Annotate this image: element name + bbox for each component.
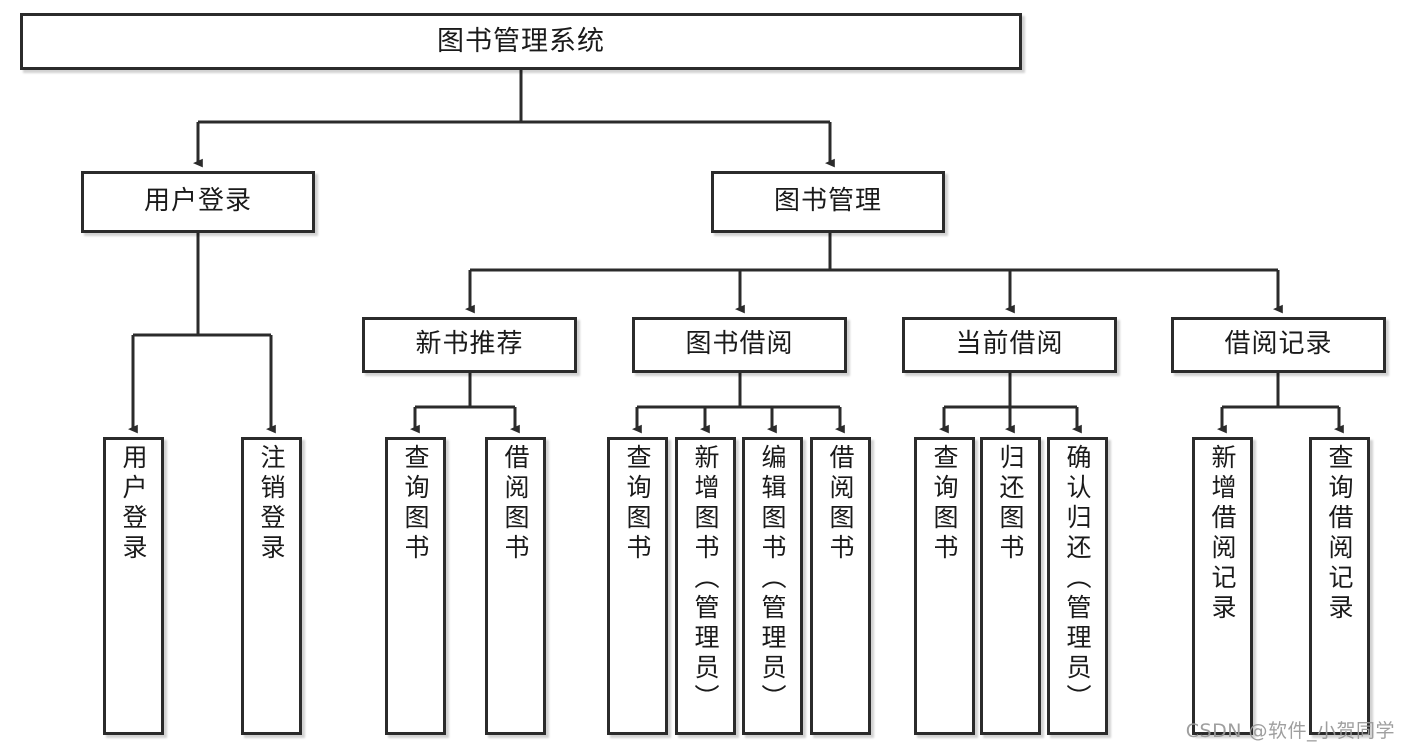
node-root-book-management-system[interactable]: 图书管理系统	[20, 13, 1022, 70]
node-label: 注销登录	[257, 444, 286, 564]
node-label: 用户登录	[143, 186, 252, 217]
node-new-book-recommend[interactable]: 新书推荐	[362, 317, 577, 373]
node-label: 用户登录	[119, 444, 148, 564]
node-leaf-edit-book-admin[interactable]: 编辑图书（管理员）	[742, 437, 803, 735]
node-label: 当前借阅	[955, 329, 1064, 360]
node-user-login[interactable]: 用户登录	[81, 171, 315, 233]
node-leaf-confirm-return-admin[interactable]: 确认归还（管理员）	[1047, 437, 1108, 735]
node-leaf-return-book[interactable]: 归还图书	[980, 437, 1041, 735]
node-leaf-user-login[interactable]: 用户登录	[103, 437, 164, 735]
node-label: 图书管理系统	[437, 25, 605, 57]
node-leaf-borrow-book[interactable]: 借阅图书	[810, 437, 871, 735]
node-leaf-query-book-current[interactable]: 查询图书	[914, 437, 975, 735]
node-label: 新书推荐	[415, 329, 524, 360]
node-label: 查询图书	[623, 444, 652, 564]
node-label: 新增借阅记录	[1208, 444, 1237, 624]
node-label: 编辑图书（管理员）	[758, 444, 787, 714]
node-label: 查询图书	[401, 444, 430, 564]
node-label: 图书借阅	[685, 329, 794, 360]
node-leaf-add-borrow-record[interactable]: 新增借阅记录	[1192, 437, 1253, 735]
node-label: 图书管理	[773, 186, 882, 217]
node-label: 借阅图书	[501, 444, 530, 564]
node-label: 借阅记录	[1224, 329, 1333, 360]
node-book-management[interactable]: 图书管理	[711, 171, 945, 233]
node-leaf-query-borrow-record[interactable]: 查询借阅记录	[1309, 437, 1370, 735]
node-label: 查询借阅记录	[1325, 444, 1354, 624]
csdn-watermark: CSDN @软件_小贺同学	[1185, 720, 1395, 742]
node-label: 查询图书	[930, 444, 959, 564]
node-current-borrow[interactable]: 当前借阅	[902, 317, 1117, 373]
node-label: 归还图书	[996, 444, 1025, 564]
node-leaf-borrow-book-recommend[interactable]: 借阅图书	[485, 437, 546, 735]
node-leaf-add-book-admin[interactable]: 新增图书（管理员）	[675, 437, 736, 735]
node-book-borrow[interactable]: 图书借阅	[632, 317, 847, 373]
node-label: 确认归还（管理员）	[1063, 444, 1092, 714]
node-leaf-user-logout[interactable]: 注销登录	[241, 437, 302, 735]
node-label: 借阅图书	[826, 444, 855, 564]
node-leaf-query-book-borrow[interactable]: 查询图书	[607, 437, 668, 735]
node-leaf-query-book-recommend[interactable]: 查询图书	[385, 437, 446, 735]
node-label: 新增图书（管理员）	[691, 444, 720, 714]
node-borrow-record[interactable]: 借阅记录	[1171, 317, 1386, 373]
